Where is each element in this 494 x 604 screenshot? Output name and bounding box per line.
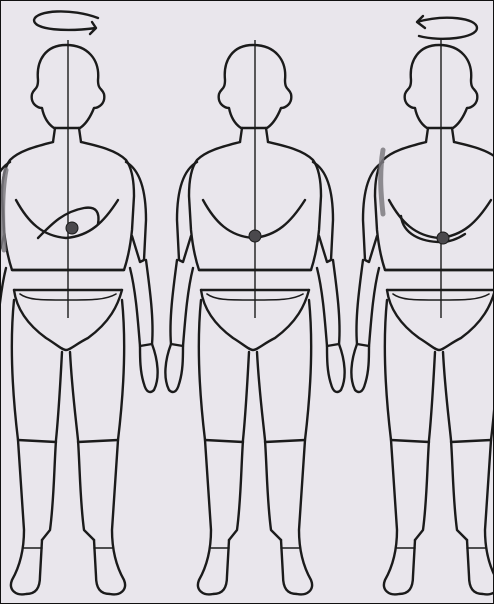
figure-border [0, 0, 494, 604]
figure-canvas [0, 0, 494, 604]
